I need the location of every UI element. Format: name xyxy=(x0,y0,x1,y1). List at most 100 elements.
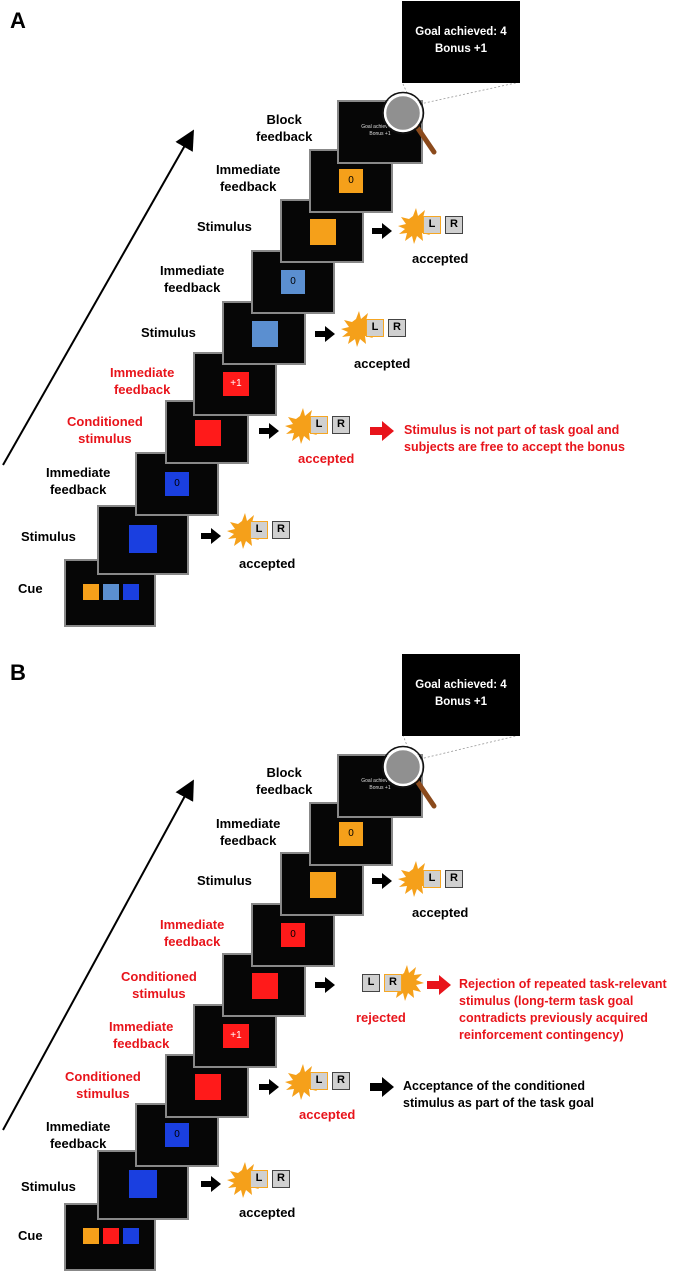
left-key: L xyxy=(310,416,328,434)
stimulus-square xyxy=(195,1074,221,1100)
stimulus-square xyxy=(252,973,278,999)
response-text: accepted xyxy=(239,556,296,571)
red-arrow-icon xyxy=(427,975,451,995)
annotation-note: Acceptance of the conditioned stimulus a… xyxy=(403,1079,595,1110)
stimulus-square xyxy=(129,1170,157,1198)
response-text: accepted xyxy=(239,1205,296,1220)
feedback-square xyxy=(339,822,363,846)
response-text: accepted xyxy=(354,356,411,371)
left-key: L xyxy=(250,1170,268,1188)
overlay-graphics xyxy=(2,81,521,544)
right-arrow-icon xyxy=(259,1079,279,1095)
right-key: R xyxy=(384,974,402,992)
left-key: L xyxy=(250,521,268,539)
feedback-value: 0 xyxy=(290,276,296,287)
cue-square xyxy=(103,1228,119,1244)
left-key: L xyxy=(362,974,380,992)
overlay-graphics xyxy=(2,734,521,1192)
zoom-box: Goal achieved: 4 Bonus +1 xyxy=(402,1,520,83)
right-arrow-icon xyxy=(315,977,335,993)
zoom-guide-line xyxy=(419,734,521,760)
panel-label: B xyxy=(10,660,26,685)
stimulus-square xyxy=(310,872,336,898)
cue-square xyxy=(103,584,119,600)
zoom-box: Goal achieved: 4 Bonus +1 xyxy=(402,654,520,736)
stimulus-screen xyxy=(97,505,189,575)
right-key: R xyxy=(332,1072,350,1090)
cue-square xyxy=(83,584,99,600)
step-label: Stimulus xyxy=(21,529,76,544)
stimulus-square xyxy=(252,321,278,347)
feedback-value: 0 xyxy=(174,478,180,489)
zoom-text: Goal achieved: 4 xyxy=(415,679,507,691)
right-key: R xyxy=(272,1170,290,1188)
right-arrow-icon xyxy=(201,1176,221,1192)
cue-screen xyxy=(64,559,156,627)
panel-label: A xyxy=(10,8,26,33)
feedback-value: 0 xyxy=(290,929,296,940)
time-axis-arrow xyxy=(2,129,194,466)
response-text: accepted xyxy=(412,251,469,266)
cue-square xyxy=(83,1228,99,1244)
annotation-note: Rejection of repeated task-relevant stim… xyxy=(459,977,667,1042)
feedback-value: 0 xyxy=(174,1129,180,1140)
red-arrow-icon xyxy=(370,421,394,441)
step-label: Cue xyxy=(18,1228,43,1243)
stimulus-square xyxy=(129,525,157,553)
step-label: Stimulus xyxy=(197,873,252,888)
response-text: accepted xyxy=(412,905,469,920)
right-key: R xyxy=(332,416,350,434)
right-key: R xyxy=(272,521,290,539)
left-key: L xyxy=(310,1072,328,1090)
step-label: Stimulus xyxy=(21,1179,76,1194)
feedback-square xyxy=(165,1123,189,1147)
zoom-text: Goal achieved: 4 xyxy=(415,26,507,38)
feedback-square xyxy=(281,270,305,294)
stimulus-square xyxy=(195,420,221,446)
response-text: rejected xyxy=(356,1010,406,1025)
right-arrow-icon xyxy=(315,326,335,342)
step-label: Stimulus xyxy=(141,325,196,340)
response-text: accepted xyxy=(299,1107,356,1122)
right-arrow-icon xyxy=(372,223,392,239)
stimulus-square xyxy=(310,219,336,245)
feedback-square xyxy=(223,372,249,396)
time-axis-arrow xyxy=(2,779,194,1131)
feedback-value: 0 xyxy=(348,828,354,839)
annotation-note: Stimulus is not part of task goal and su… xyxy=(404,423,625,454)
left-key: L xyxy=(366,319,384,337)
right-arrow-icon xyxy=(370,1077,394,1097)
feedback-value: +1 xyxy=(230,1030,242,1041)
zoom-guide-line xyxy=(419,81,521,105)
feedback-square xyxy=(223,1024,249,1048)
zoom-text: Bonus +1 xyxy=(434,43,488,55)
feedback-value: 0 xyxy=(348,175,354,186)
right-arrow-icon xyxy=(259,423,279,439)
step-label: Stimulus xyxy=(197,219,252,234)
feedback-square xyxy=(281,923,305,947)
zoom-text: Bonus +1 xyxy=(434,696,488,708)
cue-square xyxy=(123,584,139,600)
response-text: accepted xyxy=(298,451,355,466)
step-label: Cue xyxy=(18,581,43,596)
right-arrow-icon xyxy=(372,873,392,889)
right-key: R xyxy=(445,870,463,888)
